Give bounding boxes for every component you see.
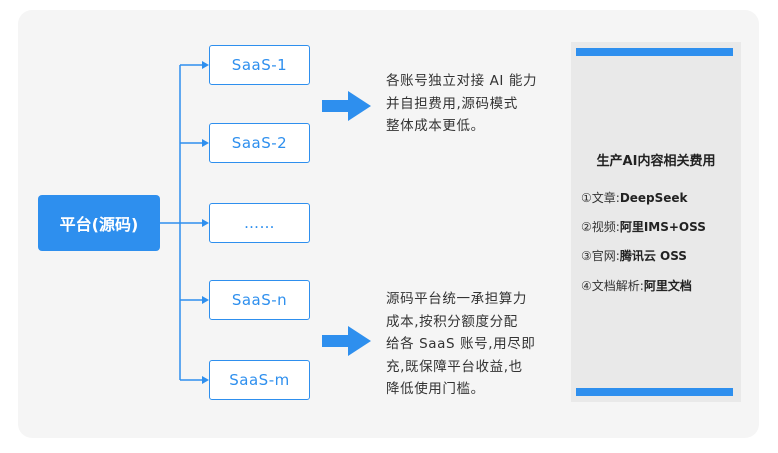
panel-item-website: ③官网:腾讯云 OSS (581, 247, 687, 264)
panel-item-value: DeepSeek (619, 191, 688, 205)
note-line: 充,既保障平台收益,也 (386, 358, 523, 375)
arrowhead (202, 219, 209, 227)
saas-node-n: SaaS-n (209, 280, 310, 320)
cost-panel (571, 42, 741, 402)
arrowhead (202, 376, 209, 384)
panel-item-prefix: ③官网: (581, 249, 620, 263)
note-independent-cost: 各账号独立对接 AI 能力 并自担费用,源码模式 整体成本更低。 (386, 70, 561, 138)
saas-node-1: SaaS-1 (209, 45, 310, 85)
panel-item-doc-parse: ④文档解析:阿里文档 (581, 277, 692, 294)
panel-item-video: ②视频:阿里IMS+OSS (581, 218, 706, 235)
panel-item-prefix: ①文章: (581, 191, 620, 205)
right-arrow-icon (322, 91, 371, 121)
panel-item-value: 阿里IMS+OSS (619, 220, 706, 234)
panel-item-value: 腾讯云 OSS (619, 249, 687, 263)
saas-node-ellipsis: …… (209, 203, 310, 243)
note-line: 并自担费用,源码模式 (386, 95, 518, 112)
note-line: 各账号独立对接 AI 能力 (386, 73, 538, 89)
arrowhead (202, 296, 209, 304)
right-arrow-icon (322, 326, 371, 356)
panel-item-prefix: ②视频: (581, 220, 620, 234)
saas-node-2: SaaS-2 (209, 123, 310, 163)
panel-item-prefix: ④文档解析: (581, 279, 644, 293)
panel-top-bar (576, 48, 733, 56)
arrowhead (202, 139, 209, 147)
note-unified-cost: 源码平台统一承担算力 成本,按积分额度分配 给各 SaaS 账号,用尽即 充,既… (386, 288, 561, 401)
note-line: 源码平台统一承担算力 (386, 291, 527, 307)
note-line: 成本,按积分额度分配 (386, 313, 518, 330)
saas-node-m: SaaS-m (209, 360, 310, 400)
panel-title: 生产AI内容相关费用 (596, 154, 716, 169)
panel-bottom-bar (576, 388, 733, 396)
note-line: 降低使用门槛。 (386, 381, 485, 397)
note-line: 整体成本更低。 (386, 118, 485, 134)
note-line: 给各 SaaS 账号,用尽即 (386, 336, 536, 352)
panel-item-article: ①文章:DeepSeek (581, 189, 688, 206)
arrowhead (202, 61, 209, 69)
platform-source-node: 平台(源码) (38, 195, 160, 251)
panel-item-value: 阿里文档 (643, 279, 692, 293)
